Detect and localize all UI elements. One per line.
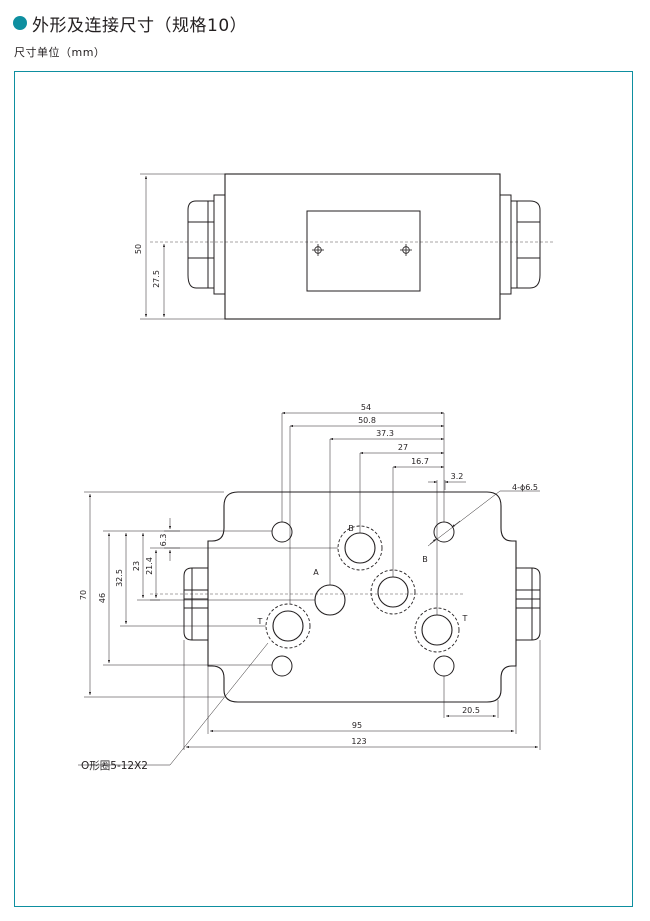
top-nameplate [306, 210, 421, 292]
hole-note: 4-ϕ6.5 [512, 483, 538, 492]
dim-95: 95 [352, 721, 362, 730]
port-label-b-top: B [348, 524, 354, 533]
dim-height-half: 27.5 [152, 270, 161, 288]
nameplate-screw-icon [312, 244, 324, 256]
port-label-b-side: B [422, 555, 428, 564]
mounting-hole [271, 521, 293, 543]
dim-21-4: 21.4 [145, 557, 154, 575]
nameplate-screw-icon [400, 244, 412, 256]
dim-46: 46 [98, 593, 107, 603]
page-title: 外形及连接尺寸（规格10） [32, 15, 248, 36]
dim-32-5: 32.5 [115, 569, 124, 587]
mounting-hole [433, 655, 455, 677]
dim-37-3: 37.3 [376, 429, 394, 438]
top-right-nut [500, 194, 541, 295]
drawing-frame [14, 71, 633, 907]
unit-note: 尺寸单位（mm） [14, 46, 106, 59]
top-body [224, 173, 501, 320]
dim-20-5: 20.5 [462, 706, 480, 715]
port-label-t-left: T [257, 617, 263, 626]
bottom-view: B A B T T 54 50.8 37.3 27 16.7 3.2 [78, 403, 541, 772]
dim-54: 54 [361, 403, 371, 412]
port-label-a: A [313, 568, 319, 577]
port-t-left [265, 603, 311, 649]
top-left-nut [187, 194, 225, 295]
dim-23: 23 [132, 561, 141, 571]
port-a [314, 584, 346, 616]
mounting-hole [271, 655, 293, 677]
dim-123: 123 [351, 737, 366, 746]
dim-height-total: 50 [134, 244, 143, 254]
valve-body-outline [207, 491, 517, 703]
dim-27: 27 [398, 443, 408, 452]
title-row: 外形及连接尺寸（规格10） [13, 10, 247, 36]
dim-50-8: 50.8 [358, 416, 376, 425]
bottom-left-nut [183, 567, 208, 641]
top-view: 50 27.5 [134, 173, 555, 320]
dim-3-2: 3.2 [451, 472, 464, 481]
dim-16-7: 16.7 [411, 457, 429, 466]
dim-6-3: 6.3 [159, 534, 168, 547]
bottom-right-nut [516, 567, 541, 641]
title-bullet-icon [13, 16, 27, 30]
port-label-t-right: T [462, 614, 468, 623]
oring-note: O形圈5-12X2 [81, 760, 148, 772]
dim-70: 70 [79, 590, 88, 600]
